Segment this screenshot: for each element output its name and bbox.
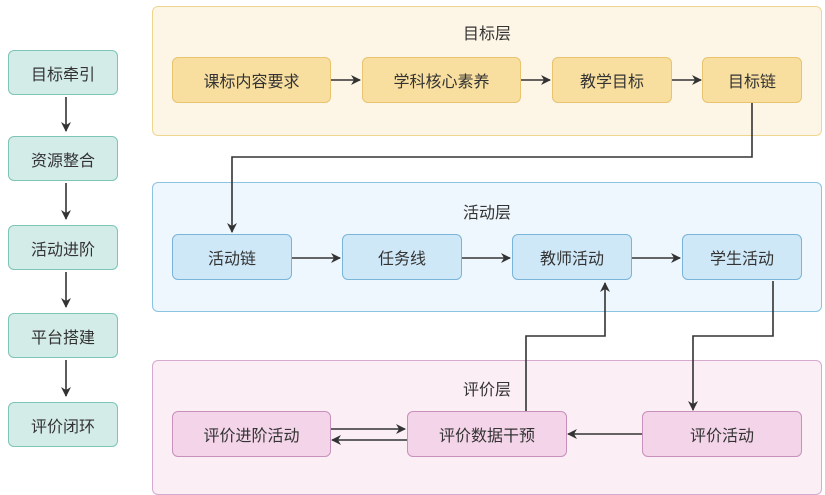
node-advanced-evaluation-activity[interactable]: 评价进阶活动	[172, 411, 331, 457]
node-task-line[interactable]: 任务线	[342, 234, 462, 280]
goal-layer-title: 目标层	[462, 24, 511, 43]
node-student-activity[interactable]: 学生活动	[682, 234, 802, 280]
node-goal-chain[interactable]: 目标链	[702, 57, 802, 103]
node-evaluation-data-intervention[interactable]: 评价数据干预	[407, 411, 567, 457]
activity-layer-title: 活动层	[462, 203, 511, 222]
sidebar-step-platform-building[interactable]: 平台搭建	[8, 313, 118, 358]
node-activity-chain[interactable]: 活动链	[172, 234, 292, 280]
node-core-literacy[interactable]: 学科核心素养	[362, 57, 521, 103]
sidebar-step-activity-advance[interactable]: 活动进阶	[8, 225, 118, 270]
sidebar-step-goal-traction[interactable]: 目标牵引	[8, 50, 118, 95]
node-evaluation-activity[interactable]: 评价活动	[642, 411, 802, 457]
node-teaching-goals[interactable]: 教学目标	[552, 57, 672, 103]
node-curriculum-requirements[interactable]: 课标内容要求	[172, 57, 331, 103]
node-teacher-activity[interactable]: 教师活动	[512, 234, 632, 280]
sidebar-step-resource-integration[interactable]: 资源整合	[8, 136, 118, 181]
evaluation-layer-title: 评价层	[462, 380, 511, 399]
sidebar-step-evaluation-loop[interactable]: 评价闭环	[8, 402, 118, 447]
